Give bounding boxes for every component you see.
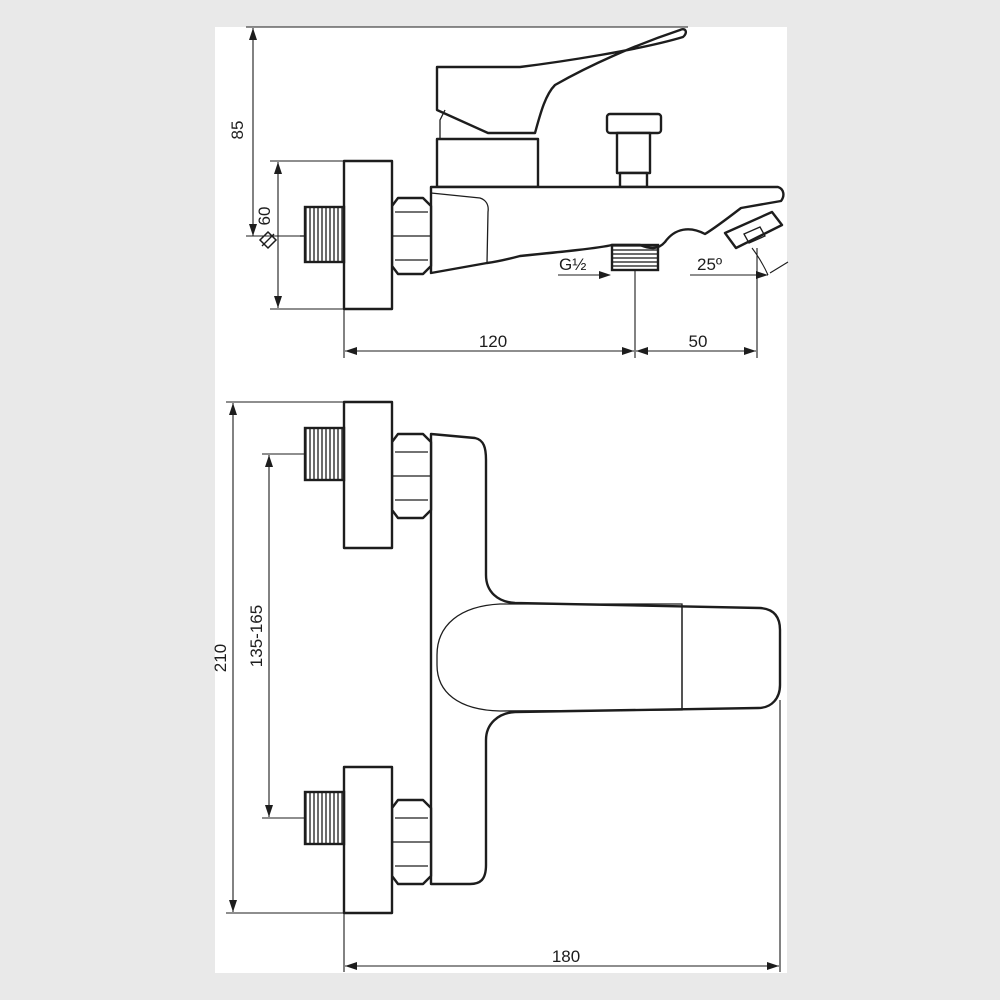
front-view: 210 135-165 180 [211,400,782,972]
outlet-thread [610,243,660,272]
diverter-knob [605,112,663,135]
mixer-body-front [429,432,782,886]
dim-height-85: 85 [228,26,688,237]
dim-total-depth-label: 180 [552,947,580,966]
dim-wall-to-outlet-label: 120 [479,332,507,351]
dim-spout-angle-label: 25º [697,255,722,274]
spout-outline [436,603,683,712]
wall-escutcheon-lower [342,765,394,915]
inlet-thread-side [303,205,346,264]
dim-outlet-thread: G½ [558,255,611,279]
dim-total-height-210: 210 [211,401,344,914]
hex-nut-front-lower [390,798,433,886]
side-view: 85 60 G½ 25º [228,26,789,358]
inlet-thread-upper [303,426,346,482]
inlet-thread-lower [303,790,346,846]
dim-spout-angle: 25º [690,247,789,279]
dim-horizontal-120-50: 120 50 [343,248,758,358]
dim-centers: 135-165 [247,453,305,819]
diverter-base [618,171,649,189]
dim-outlet-thread-label: G½ [559,255,586,274]
dim-diameter-60: 60 [255,160,344,310]
dim-total-height-label: 210 [211,644,230,672]
dim-centers-label: 135-165 [247,605,266,667]
lever-neck [439,109,446,140]
dim-height-label: 85 [228,121,247,140]
cartridge-body [435,137,540,189]
wall-escutcheon-side [342,159,394,311]
hex-nut-side [390,196,433,276]
lever-handle [435,28,688,135]
diameter-symbol-icon [258,230,278,250]
dim-diameter-label: 60 [255,207,274,226]
diverter-stem [615,131,652,175]
mixer-body [429,185,785,275]
hex-nut-front-upper [390,432,433,520]
wall-escutcheon-upper [342,400,394,550]
dim-total-depth-180: 180 [343,700,781,972]
dim-outlet-to-spout-label: 50 [689,332,708,351]
